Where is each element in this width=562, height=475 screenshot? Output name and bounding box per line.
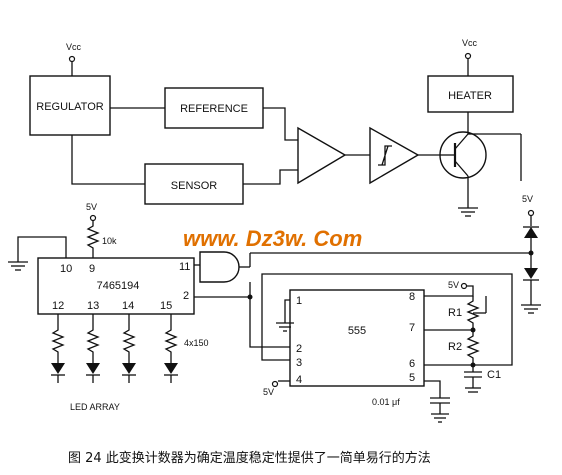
c1-label: C1 bbox=[487, 369, 501, 381]
transistor-collector bbox=[454, 133, 469, 150]
counter-pin-2: 2 bbox=[183, 290, 189, 302]
diode-upper-icon bbox=[524, 227, 538, 238]
led-column-2 bbox=[86, 314, 100, 383]
led-column-4 bbox=[164, 314, 178, 383]
timer-pin-6: 6 bbox=[409, 358, 415, 370]
transistor-emitter bbox=[454, 160, 469, 177]
counter-pin-15: 15 bbox=[160, 300, 172, 312]
r1-label: R1 bbox=[448, 307, 462, 319]
reference-block bbox=[164, 87, 264, 129]
led-column-3 bbox=[122, 314, 136, 383]
v5-pin4-label: 5V bbox=[263, 387, 274, 397]
vcc-left-terminal bbox=[68, 55, 76, 63]
counter-pin-14: 14 bbox=[122, 300, 134, 312]
timer-pin-4: 4 bbox=[296, 374, 302, 386]
watermark-text: www. Dz3w. Com bbox=[183, 226, 362, 251]
timer-pin1-wire bbox=[284, 299, 290, 323]
led-column-1 bbox=[51, 314, 65, 383]
regulator-label: REGULATOR bbox=[36, 101, 103, 113]
led-array-label: LED ARRAY bbox=[70, 402, 120, 412]
timer-pin-8: 8 bbox=[409, 291, 415, 303]
v5-timer-label: 5V bbox=[448, 280, 459, 290]
pullup-resistor bbox=[86, 221, 100, 258]
timer-pin-2: 2 bbox=[296, 343, 302, 355]
pin5-wire bbox=[424, 380, 441, 398]
timer-output-loop-wire bbox=[261, 273, 513, 366]
figure-caption: 图 24 此变换计数器为确定温度稳定性提供了一简单易行的方法 bbox=[68, 450, 431, 466]
cap-value-label: 0.01 μf bbox=[372, 397, 400, 407]
comparator-amp bbox=[297, 126, 347, 185]
hysteresis-icon bbox=[378, 145, 392, 166]
diode-lower-icon bbox=[524, 268, 538, 279]
heater-label: HEATER bbox=[448, 90, 492, 102]
vcc-left-label: Vcc bbox=[66, 42, 82, 52]
v5-timer-terminal bbox=[460, 282, 468, 290]
v5-top-label: 5V bbox=[86, 202, 97, 212]
timer-555-chip bbox=[289, 289, 425, 387]
and-gate bbox=[199, 251, 240, 283]
reference-to-amp-wire bbox=[263, 107, 298, 141]
v5-right-label: 5V bbox=[522, 194, 533, 204]
reg-to-sensor-wire bbox=[71, 135, 145, 185]
v5-top-terminal bbox=[89, 214, 97, 222]
heater-block bbox=[427, 75, 514, 113]
r1-resistor bbox=[466, 296, 480, 330]
timer-pin-3: 3 bbox=[296, 357, 302, 369]
led-resistor-value: 4x150 bbox=[184, 338, 209, 348]
timer-pin-1: 1 bbox=[296, 295, 302, 307]
pullup-resistor-value: 10k bbox=[102, 236, 117, 246]
r2-resistor bbox=[466, 330, 480, 372]
pin8-supply-wire bbox=[424, 285, 474, 297]
timer-pin-5: 5 bbox=[409, 372, 415, 384]
timer-555-label: 555 bbox=[348, 325, 366, 337]
counter-chip bbox=[37, 257, 195, 315]
regulator-block bbox=[29, 75, 111, 136]
counter-pin-11: 11 bbox=[179, 261, 190, 273]
counter-pin-13: 13 bbox=[87, 300, 99, 312]
schmitt-trigger bbox=[369, 126, 420, 185]
gate-to-555-pin2-wire bbox=[249, 297, 290, 348]
r2-label: R2 bbox=[448, 341, 462, 353]
counter-pin-9: 9 bbox=[89, 263, 95, 275]
pin2-to-gate-wire bbox=[194, 282, 251, 298]
timer-pin-7: 7 bbox=[409, 322, 415, 334]
vcc-right-terminal bbox=[464, 52, 472, 60]
pin10-ground-wire bbox=[17, 236, 67, 262]
counter-chip-label: 7465194 bbox=[97, 280, 140, 292]
v5-right-terminal bbox=[527, 209, 535, 217]
counter-pin-12: 12 bbox=[52, 300, 64, 312]
v5-pin4-terminal bbox=[271, 380, 279, 388]
sensor-label: SENSOR bbox=[171, 180, 218, 192]
reference-label: REFERENCE bbox=[180, 103, 248, 115]
sensor-to-amp-wire bbox=[243, 169, 298, 185]
counter-pin-10: 10 bbox=[60, 263, 72, 275]
vcc-right-label: Vcc bbox=[462, 38, 478, 48]
